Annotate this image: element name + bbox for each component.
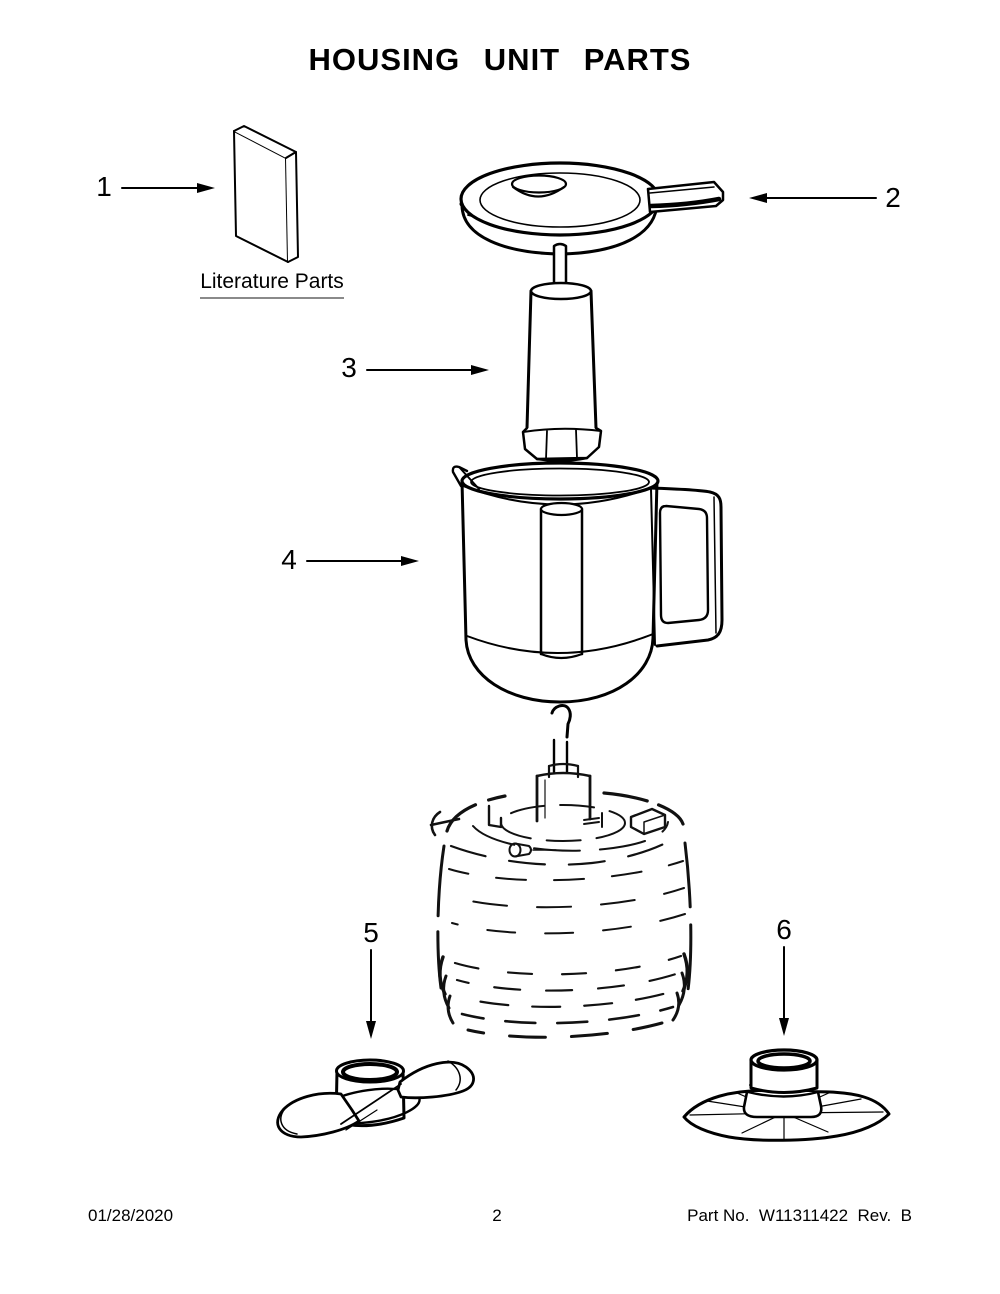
- callout-5-arrow: [366, 949, 376, 1039]
- page-title: HOUSING UNIT PARTS: [308, 42, 692, 77]
- callout-4-label: 4: [281, 544, 297, 575]
- housing-base-figure: [429, 762, 693, 1039]
- callout-4-arrow: [306, 556, 419, 566]
- footer-part-number: Part No. W11311422 Rev. B: [687, 1206, 912, 1225]
- lid-figure: [459, 161, 725, 256]
- callout-5-label: 5: [363, 917, 379, 948]
- callout-2-label: 2: [885, 182, 901, 213]
- callout-2-arrow: [749, 193, 877, 203]
- pusher-figure: [521, 242, 603, 462]
- footer-date: 01/28/2020: [88, 1206, 174, 1225]
- callout-1-label: 1: [96, 171, 112, 202]
- literature-parts-figure: [233, 125, 299, 263]
- callout-3-label: 3: [341, 352, 357, 383]
- callout-1-arrow: [121, 183, 215, 193]
- callout-6-label: 6: [776, 914, 792, 945]
- work-bowl-figure: [451, 461, 724, 774]
- whip-figure: [682, 1048, 891, 1142]
- callout-3-arrow: [366, 365, 489, 375]
- footer-page-number: 2: [492, 1206, 502, 1225]
- literature-parts-caption: Literature Parts: [200, 270, 344, 299]
- blade-figure: [276, 1058, 475, 1139]
- literature-parts-caption-wrap: Literature Parts: [182, 270, 362, 299]
- callout-6-arrow: [779, 946, 789, 1036]
